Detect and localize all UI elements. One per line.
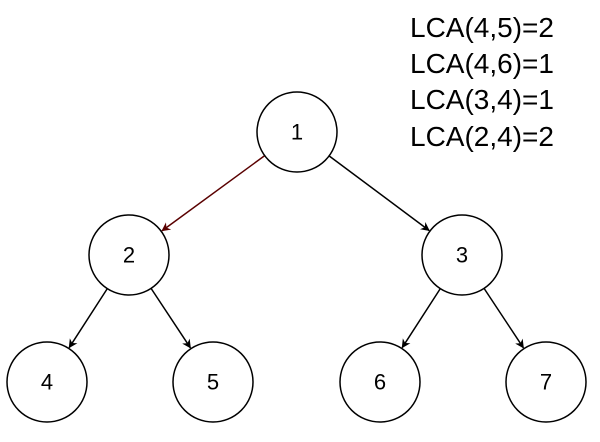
tree-node-4: 4 (6, 341, 88, 423)
node-label-2: 2 (123, 243, 135, 268)
edge-3-to-7 (483, 287, 525, 349)
node-label-1: 1 (291, 120, 303, 145)
node-label-4: 4 (41, 370, 53, 395)
node-label-6: 6 (374, 370, 386, 395)
tree-nodes: 1 2 3 4 5 6 7 (6, 91, 587, 423)
node-circle-7 (505, 341, 587, 423)
node-circle-3 (421, 214, 503, 296)
edge-2-to-5 (150, 287, 192, 349)
edge-1-to-3 (328, 155, 430, 232)
tree-node-1: 1 (256, 91, 338, 173)
tree-node-5: 5 (172, 341, 254, 423)
tree-node-6: 6 (339, 341, 421, 423)
node-label-7: 7 (540, 370, 552, 395)
node-circle-2 (88, 214, 170, 296)
tree-node-3: 3 (421, 214, 503, 296)
node-circle-6 (339, 341, 421, 423)
edge-3-to-6 (401, 288, 441, 349)
node-circle-1 (256, 91, 338, 173)
node-label-3: 3 (456, 243, 468, 268)
edge-1-to-2 (161, 155, 266, 232)
node-label-5: 5 (207, 370, 219, 395)
node-circle-5 (172, 341, 254, 423)
tree-edges (68, 155, 525, 349)
lca-query-1: LCA(4,5)=2 (410, 12, 554, 43)
lca-query-3: LCA(3,4)=1 (410, 84, 554, 115)
lca-query-4: LCA(2,4)=2 (410, 121, 554, 152)
tree-node-2: 2 (88, 214, 170, 296)
lca-query-2: LCA(4,6)=1 (410, 48, 554, 79)
edge-2-to-4 (68, 288, 108, 349)
tree-node-7: 7 (505, 341, 587, 423)
node-circle-4 (6, 341, 88, 423)
lca-query-list: LCA(4,5)=2 LCA(4,6)=1 LCA(3,4)=1 LCA(2,4… (410, 12, 554, 152)
